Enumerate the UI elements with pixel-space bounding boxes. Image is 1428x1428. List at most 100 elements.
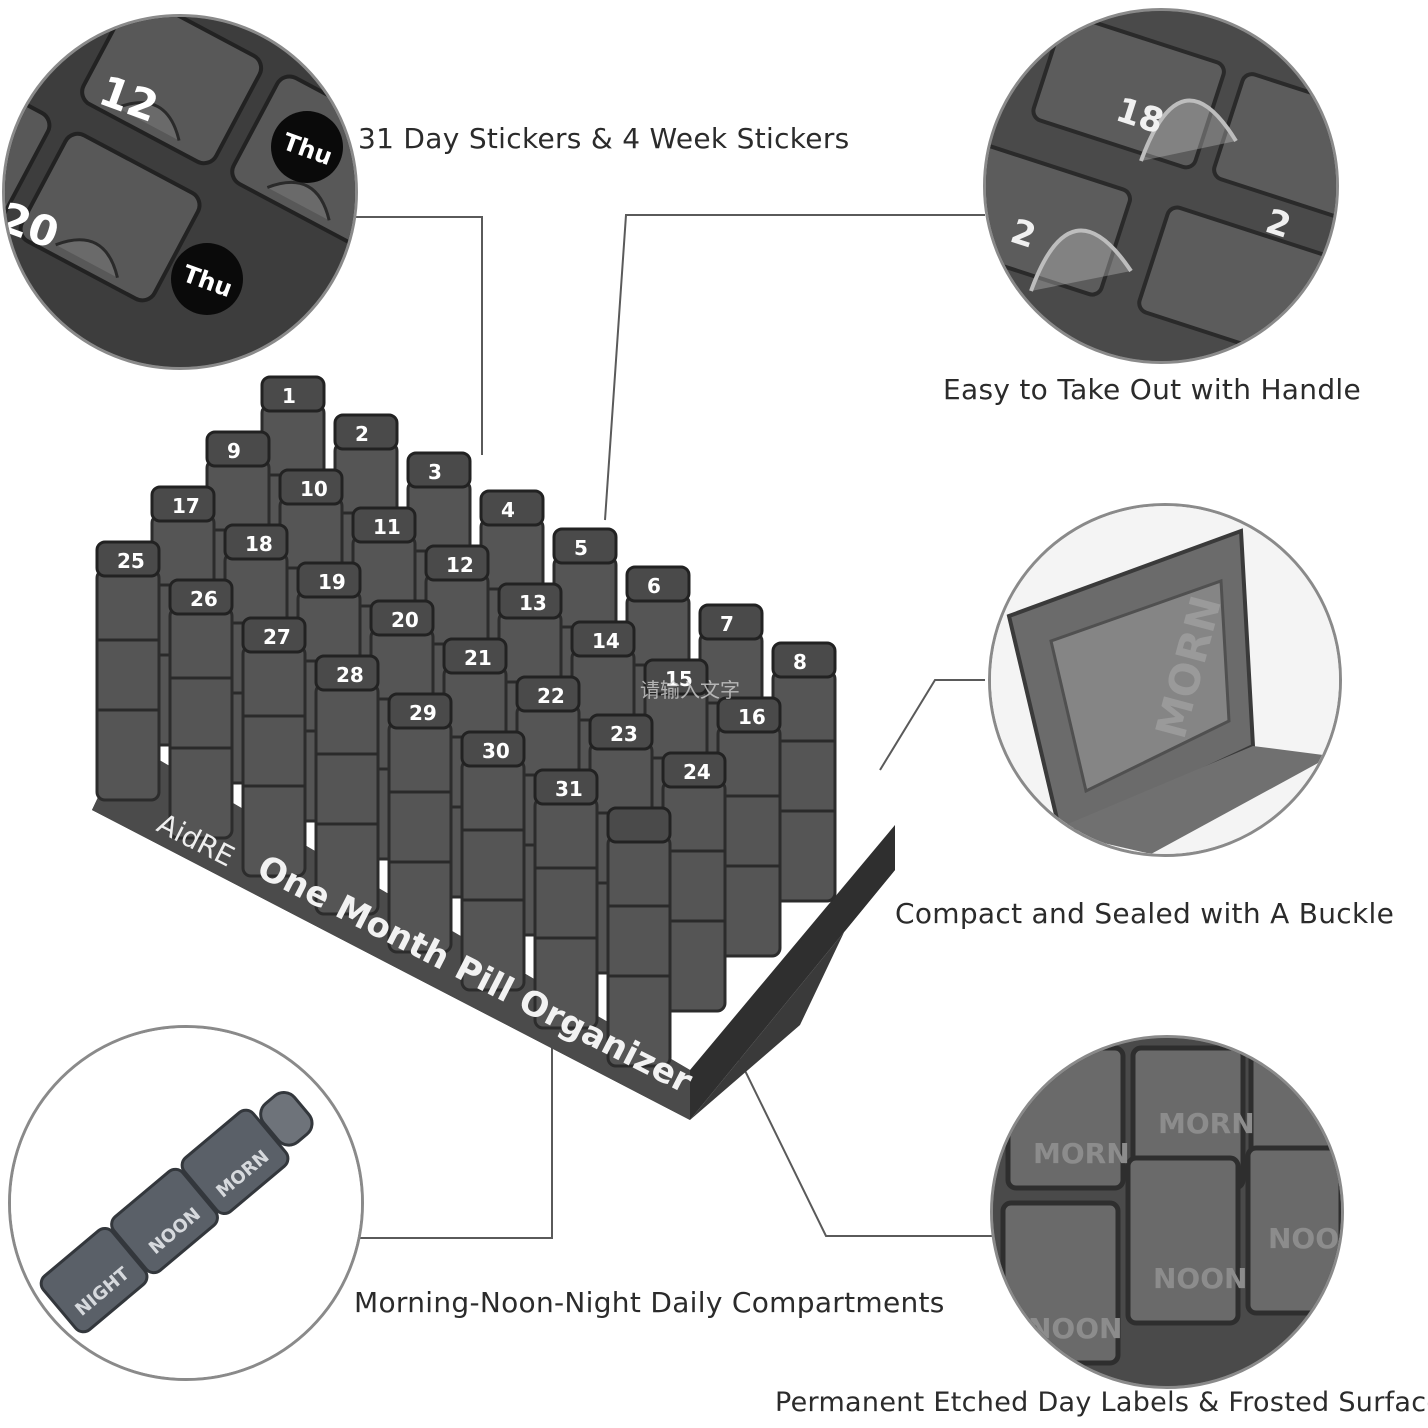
- pill-box-body: [716, 724, 782, 958]
- day-number-label: 18: [245, 532, 273, 556]
- pill-box-cap: [314, 654, 380, 692]
- day-number-label: 27: [263, 625, 291, 649]
- pill-box-cap: [570, 620, 636, 658]
- pill-box-cap: [479, 489, 545, 527]
- pill-box-cap: [460, 730, 526, 768]
- day-number-label: 2: [355, 422, 369, 446]
- watermark-text: 请输入文字: [640, 678, 740, 702]
- day-number-label: 7: [720, 612, 734, 636]
- day-number-label: 30: [482, 739, 510, 763]
- day-number-label: 4: [501, 498, 515, 522]
- compartment-body: [1051, 746, 1331, 854]
- pill-box-column: 28: [314, 654, 380, 916]
- pill-box-cap: [406, 451, 472, 489]
- pill-box-cap: [387, 692, 453, 730]
- pill-box-column: 29: [387, 692, 453, 954]
- pill-box-cap: [552, 527, 618, 565]
- pill-box-cap: [95, 540, 161, 578]
- day-number-label: 22: [537, 684, 565, 708]
- day-number-label: 13: [519, 591, 547, 615]
- day-number-label: 8: [793, 650, 807, 674]
- handle-tab-icon: [1139, 98, 1238, 162]
- pill-box-body: [241, 644, 307, 878]
- etched-detail-circle: MORN MORN NOON NOON NOON: [990, 1035, 1344, 1389]
- pill-box-column: 24: [661, 751, 727, 1013]
- week-sticker: [171, 243, 243, 315]
- pill-box-cap: [278, 468, 344, 506]
- compartments-detail-circle: NIGHT NOON MORN: [8, 1025, 364, 1381]
- pill-box-column: [606, 806, 672, 1068]
- handle-detail-circle: 18 2 2: [983, 8, 1339, 364]
- pill-box-column: 30: [460, 730, 526, 992]
- day-number-label: 28: [336, 663, 364, 687]
- pill-box-cap: [442, 637, 508, 675]
- pill-box-cap: [497, 582, 563, 620]
- pill-box-cap: [698, 603, 764, 641]
- etched-label: MORN: [1158, 1107, 1255, 1140]
- pill-box-cap: [260, 375, 326, 413]
- pill-box-cap: [369, 599, 435, 637]
- pill-box-cap: [223, 523, 289, 561]
- pill-box-cap: [771, 641, 837, 679]
- pill-box-body: [95, 568, 161, 802]
- etched-label: NOON: [1268, 1222, 1341, 1255]
- pill-box-cap: [588, 713, 654, 751]
- day-number-label: 1: [282, 384, 296, 408]
- pill-box-cap: [333, 413, 399, 451]
- day-number-label: 21: [464, 646, 492, 670]
- pill-box-column: 16: [716, 696, 782, 958]
- etched-label: NOON: [1028, 1312, 1122, 1345]
- pill-box-cap: [168, 578, 234, 616]
- etched-label: NOON: [1153, 1262, 1247, 1295]
- day-number-label: 19: [318, 570, 346, 594]
- day-number-label: 16: [738, 705, 766, 729]
- pill-box-cap: [661, 751, 727, 789]
- caption-compartments: Morning-Noon-Night Daily Compartments: [354, 1286, 945, 1319]
- pill-box-cap: [625, 565, 691, 603]
- buckle-detail-circle: MORN: [988, 503, 1342, 857]
- day-number-label: 29: [409, 701, 437, 725]
- pill-box-cap: [424, 544, 490, 582]
- day-number-label: 17: [172, 494, 200, 518]
- day-number-label: 11: [373, 515, 401, 539]
- pill-box-column: 27: [241, 616, 307, 878]
- pill-box-cap: [606, 806, 672, 844]
- pill-box-column: 31: [533, 768, 599, 1030]
- caption-handle: Easy to Take Out with Handle: [943, 373, 1361, 406]
- day-number-label: 9: [227, 439, 241, 463]
- day-number-label: 25: [117, 549, 145, 573]
- day-number-label: 23: [610, 722, 638, 746]
- day-number-label: 20: [391, 608, 419, 632]
- lid-window: [1049, 578, 1231, 794]
- day-number-label: 5: [574, 536, 588, 560]
- day-number-label: 14: [592, 629, 620, 653]
- day-number-label: 24: [683, 760, 711, 784]
- etched-label: MORN: [1033, 1137, 1130, 1170]
- caption-etched: Permanent Etched Day Labels & Frosted Su…: [775, 1387, 1428, 1418]
- day-number-label: 15: [665, 667, 693, 691]
- pill-box-cap: [296, 561, 362, 599]
- pill-box-cap: [351, 506, 417, 544]
- day-number-label: 6: [647, 574, 661, 598]
- pill-box-body: [661, 779, 727, 1013]
- week-sticker: [271, 111, 343, 183]
- pill-box-cap: [515, 675, 581, 713]
- pill-box-body: [168, 606, 234, 840]
- pill-box-cap: [716, 696, 782, 734]
- pill-box-cap: [643, 658, 709, 696]
- pill-box-cap: [150, 485, 216, 523]
- pill-box-cap: [533, 768, 599, 806]
- day-number-label: 12: [446, 553, 474, 577]
- tray-side: [690, 825, 895, 1120]
- pill-box-cap: [241, 616, 307, 654]
- day-number-label: 3: [428, 460, 442, 484]
- pill-box-column: 26: [168, 578, 234, 840]
- day-number-label: 31: [555, 777, 583, 801]
- stickers-detail-circle: 12 20 Thu Thu: [2, 14, 358, 370]
- caption-stickers: 31 Day Stickers & 4 Week Stickers: [358, 122, 850, 155]
- pill-box-column: 8: [771, 641, 837, 903]
- day-number-label: 10: [300, 477, 328, 501]
